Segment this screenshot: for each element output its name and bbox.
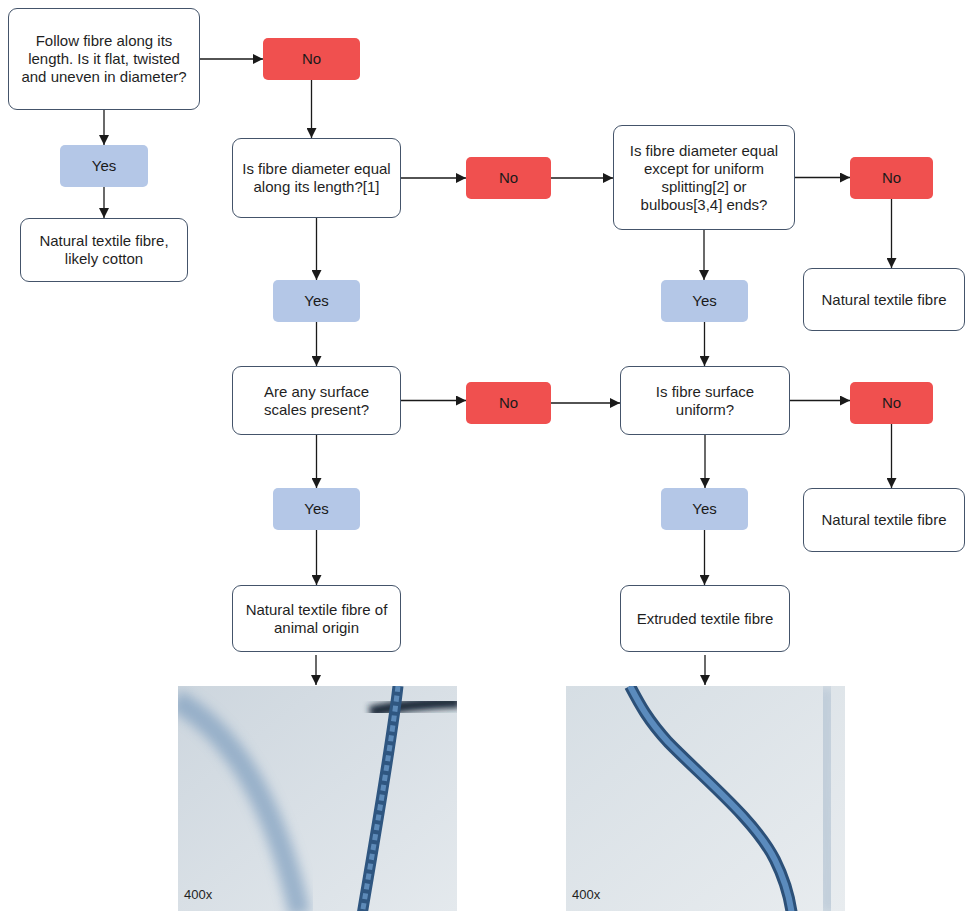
flow-arrow xyxy=(703,230,704,280)
scaled-fibre xyxy=(362,686,398,911)
extruded-fibre-micrograph xyxy=(566,686,845,911)
node-text: Extruded textile fibre xyxy=(637,610,774,628)
flow-arrow xyxy=(891,424,892,488)
flow-box: Are any surface scales present? xyxy=(232,366,401,435)
flow-arrow xyxy=(790,400,850,401)
flow-arrow xyxy=(316,530,317,585)
flow-arrow xyxy=(401,400,466,401)
yes-answer-box: Yes xyxy=(273,488,360,530)
photo-arrow xyxy=(315,655,316,685)
flow-box: Is fibre diameter equal along its length… xyxy=(232,138,401,218)
node-text: No xyxy=(302,50,321,68)
node-text: No xyxy=(499,394,518,412)
flow-arrow xyxy=(316,322,317,366)
flow-arrow xyxy=(401,177,466,178)
node-text: Natural textile fibre of animal origin xyxy=(241,601,392,637)
flow-arrow xyxy=(316,435,317,488)
magnification-label: 400x xyxy=(572,887,600,902)
flow-box: Is fibre diameter equal except for unifo… xyxy=(613,125,795,230)
flow-arrow xyxy=(795,177,850,178)
fibre-scales xyxy=(362,686,398,911)
flow-arrow xyxy=(103,110,104,145)
no-answer-box: No xyxy=(263,38,360,80)
micrograph-ground xyxy=(178,686,457,911)
yes-answer-box: Yes xyxy=(60,145,148,187)
fibre-highlight xyxy=(630,686,792,911)
flow-arrow xyxy=(704,530,705,585)
node-text: Natural textile fibre xyxy=(821,291,946,309)
flow-arrow xyxy=(551,402,620,403)
flow-box: Follow fibre along its length. Is it fla… xyxy=(8,8,200,110)
smooth-fibre xyxy=(630,686,792,911)
flow-arrow xyxy=(704,435,705,488)
flow-arrow xyxy=(891,199,892,268)
micrograph-ground xyxy=(566,686,845,911)
photo-arrow xyxy=(704,655,705,685)
flow-box: Is fibre surface uniform? xyxy=(620,366,790,435)
magnification-label: 400x xyxy=(184,887,212,902)
node-text: Are any surface scales present? xyxy=(241,383,392,419)
no-answer-box: No xyxy=(466,157,551,199)
flow-arrow xyxy=(551,177,613,178)
flow-arrow xyxy=(103,187,104,218)
animal-fibre-micrograph xyxy=(178,686,457,911)
flow-arrow xyxy=(200,58,263,59)
no-answer-box: No xyxy=(466,382,551,424)
yes-answer-box: Yes xyxy=(661,280,748,322)
flow-arrow xyxy=(311,80,312,138)
no-answer-box: No xyxy=(850,157,933,199)
node-text: Is fibre surface uniform? xyxy=(629,383,781,419)
node-text: Yes xyxy=(692,292,716,310)
flow-box: Natural textile fibre, likely cotton xyxy=(20,218,188,282)
node-text: Natural textile fibre xyxy=(821,511,946,529)
flow-box: Natural textile fibre xyxy=(803,268,965,331)
node-text: Is fibre diameter equal except for unifo… xyxy=(622,142,786,214)
flow-arrow xyxy=(704,322,705,366)
flow-box: Natural textile fibre of animal origin xyxy=(232,585,401,652)
node-text: No xyxy=(882,394,901,412)
node-text: Yes xyxy=(304,500,328,518)
blurred-fibre xyxy=(178,700,300,911)
flow-arrow xyxy=(316,218,317,280)
node-text: Follow fibre along its length. Is it fla… xyxy=(17,32,191,86)
node-text: No xyxy=(499,169,518,187)
node-text: Yes xyxy=(304,292,328,310)
flow-box: Extruded textile fibre xyxy=(620,585,790,652)
blurred-fibre xyxy=(370,702,457,712)
node-text: Yes xyxy=(92,157,116,175)
yes-answer-box: Yes xyxy=(661,488,748,530)
node-text: Yes xyxy=(692,500,716,518)
yes-answer-box: Yes xyxy=(273,280,360,322)
node-text: Natural textile fibre, likely cotton xyxy=(29,232,179,268)
node-text: Is fibre diameter equal along its length… xyxy=(241,160,392,196)
flow-box: Natural textile fibre xyxy=(803,488,965,552)
blurred-fibre xyxy=(824,686,830,911)
node-text: No xyxy=(882,169,901,187)
no-answer-box: No xyxy=(850,382,933,424)
